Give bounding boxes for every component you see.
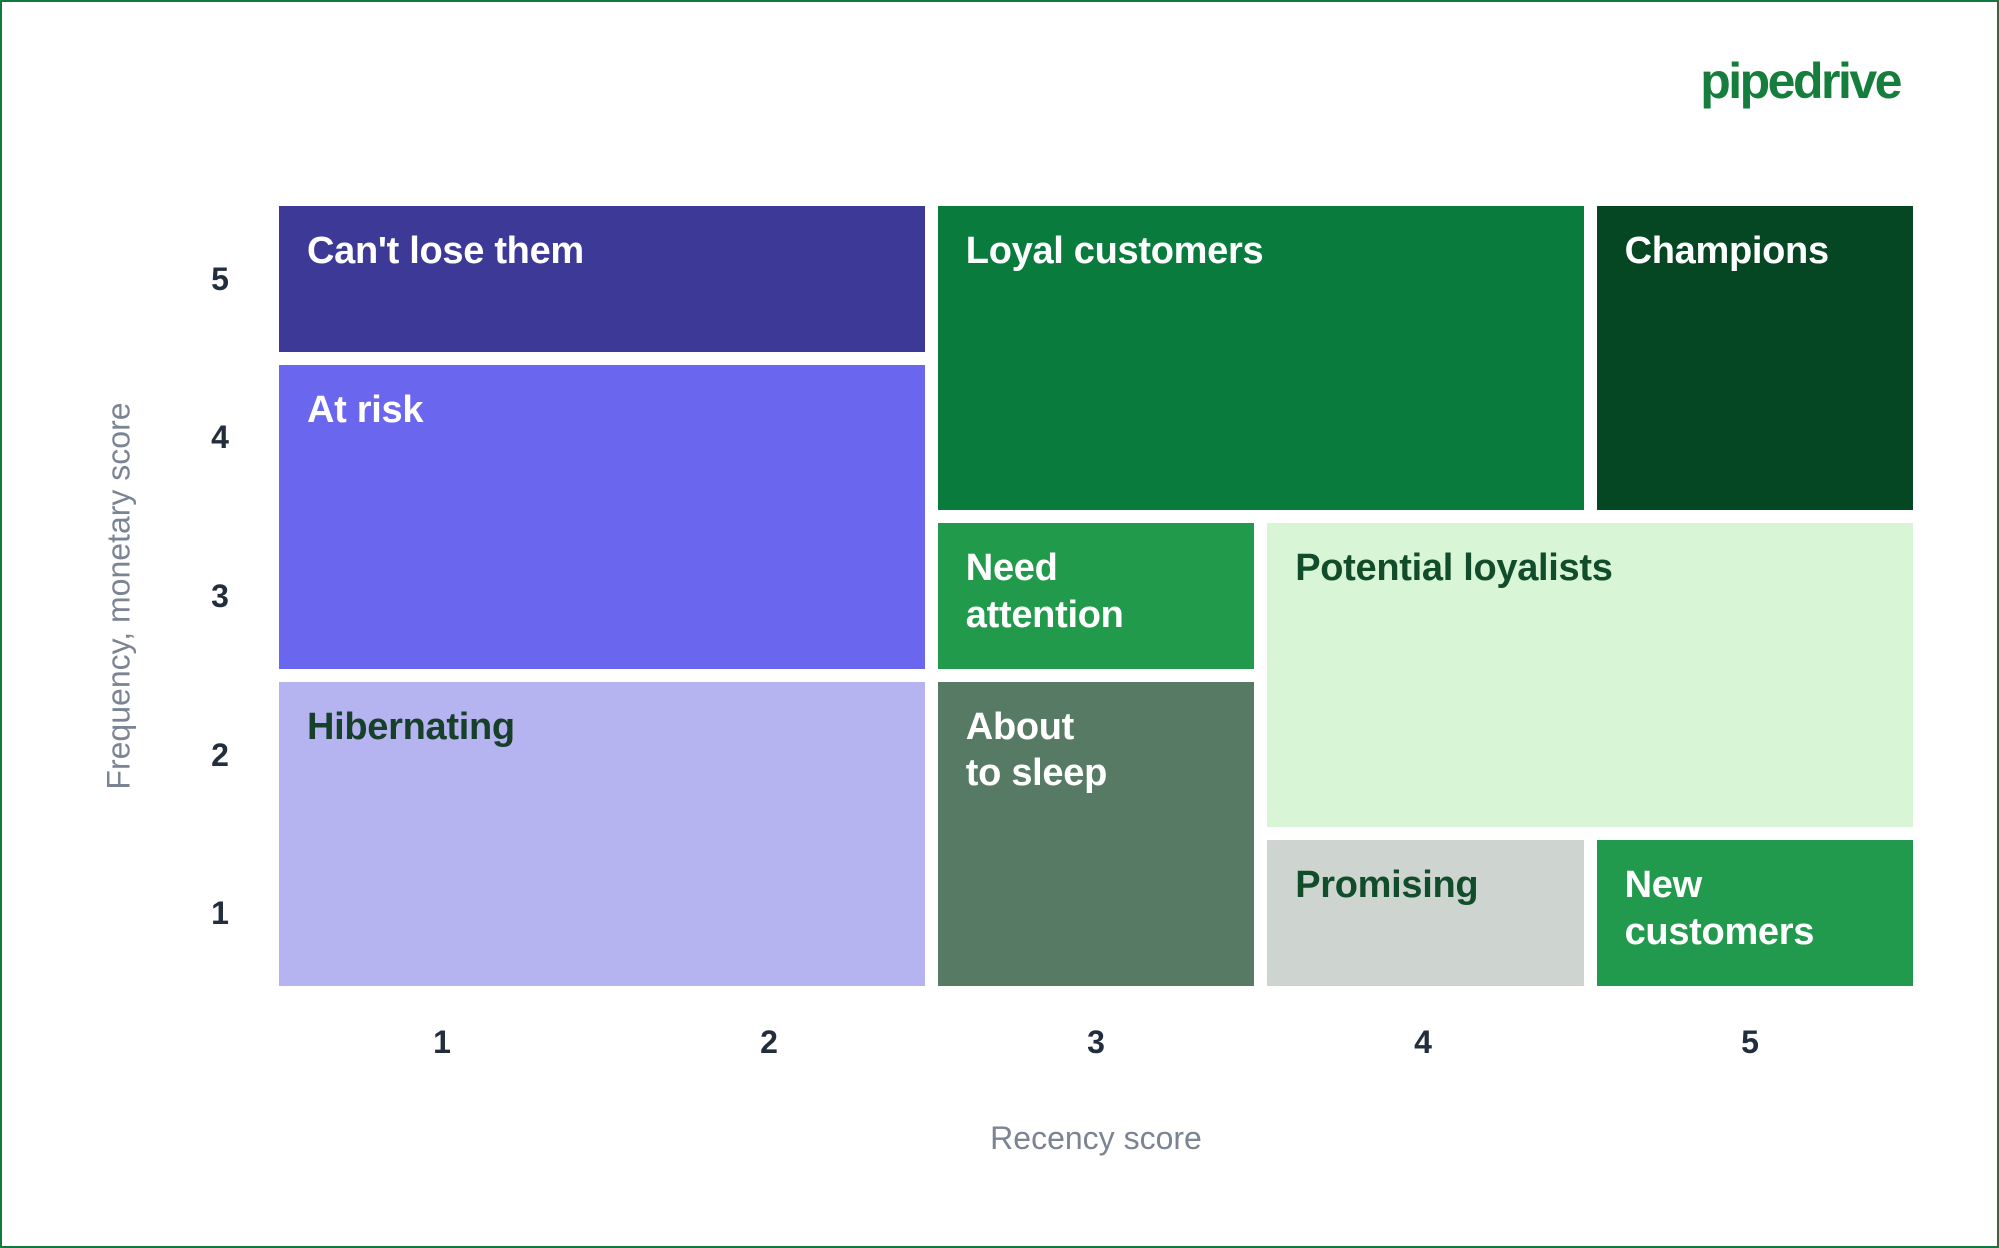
segment-loyal-customers: Loyal customers <box>937 206 1584 511</box>
x-axis-title: Recency score <box>990 1120 1202 1156</box>
x-axis-tick-1: 1 <box>433 1024 451 1060</box>
segment-about-to-sleep: About to sleep <box>937 681 1255 986</box>
segment-need-attention: Need attention <box>937 523 1255 669</box>
y-axis-tick-5: 5 <box>211 261 229 297</box>
y-axis-tick-4: 4 <box>211 419 229 455</box>
segment-at-risk: At risk <box>279 364 925 669</box>
pipedrive-logo: pipedrive <box>1700 53 1902 109</box>
segment-new-customers: New customers <box>1596 840 1913 986</box>
y-axis-tick-3: 3 <box>211 578 229 614</box>
x-axis-tick-3: 3 <box>1087 1024 1105 1060</box>
segment-potential-loyalists: Potential loyalists <box>1267 523 1913 828</box>
y-axis-tick-1: 1 <box>211 895 229 931</box>
segment-promising: Promising <box>1267 840 1584 986</box>
rfm-grid: Can't lose them At risk Hibernating Loya… <box>279 206 1913 986</box>
y-axis-tick-2: 2 <box>211 737 229 773</box>
x-axis-tick-2: 2 <box>760 1024 778 1060</box>
segment-hibernating: Hibernating <box>279 681 925 986</box>
y-axis-title: Frequency, monetary score <box>100 402 137 790</box>
x-axis-tick-4: 4 <box>1414 1024 1432 1060</box>
segment-cant-lose-them: Can't lose them <box>279 206 925 352</box>
segment-champions: Champions <box>1596 206 1913 511</box>
x-axis-tick-5: 5 <box>1741 1024 1759 1060</box>
